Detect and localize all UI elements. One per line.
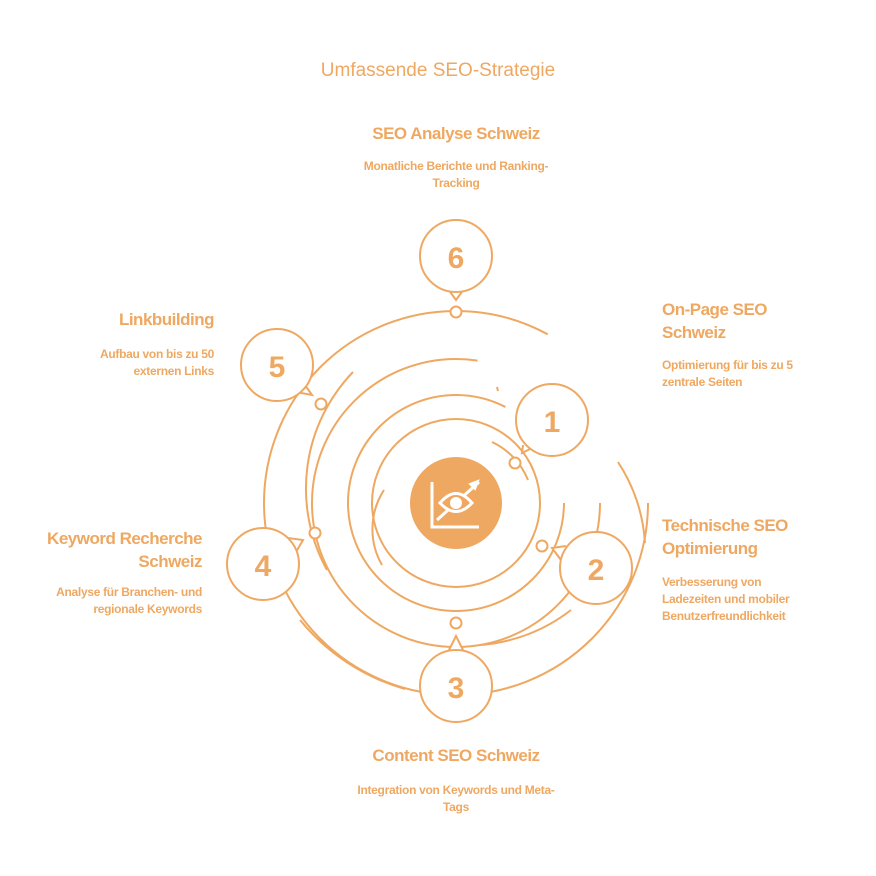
arc xyxy=(299,619,406,690)
step-number: 4 xyxy=(255,550,272,583)
dot xyxy=(535,539,549,553)
step-6-title: SEO Analyse Schweiz xyxy=(372,124,540,143)
step-number: 2 xyxy=(588,554,605,587)
arc xyxy=(496,386,499,392)
step-5-title: Linkbuilding xyxy=(118,310,215,329)
step-4-title: Keyword Recherche Schweiz xyxy=(47,529,202,571)
step-number: 1 xyxy=(544,406,561,439)
bubble-1[interactable]: 1 xyxy=(515,383,589,457)
step-1-description: Optimierung für bis zu 5 zentrale Seiten xyxy=(662,358,793,389)
dot xyxy=(449,616,463,630)
step-3-title: Content SEO Schweiz xyxy=(372,746,540,765)
arc xyxy=(479,609,572,646)
step-number: 6 xyxy=(448,242,465,275)
bubble-5[interactable]: 5 xyxy=(240,328,315,402)
bubble-4[interactable]: 4 xyxy=(226,527,305,601)
ring-2 xyxy=(347,394,565,612)
step-4-description: Analyse für Branchen- und regionale Keyw… xyxy=(56,585,202,616)
arc xyxy=(371,489,385,566)
step-2-description: Verbesserung von Ladezeiten und mobiler … xyxy=(662,575,790,623)
arc xyxy=(304,371,354,571)
step-2-title: Technische SEO Optimierung xyxy=(662,516,788,558)
arc xyxy=(617,461,646,544)
step-3-description: Integration von Keywords und Meta-Tags xyxy=(357,783,555,814)
step-5-description: Aufbau von bis zu 50 externen Links xyxy=(99,347,214,378)
dot xyxy=(508,456,522,470)
dot xyxy=(314,397,328,411)
page-title: Umfassende SEO-Strategie xyxy=(320,60,556,81)
step-number: 3 xyxy=(448,672,465,705)
bubble-6[interactable]: 6 xyxy=(419,219,493,302)
step-6-description: Monatliche Berichte und Ranking-Tracking xyxy=(363,159,549,190)
bubble-3[interactable]: 3 xyxy=(419,633,493,723)
dot xyxy=(449,305,463,319)
step-1-title: On-Page SEO Schweiz xyxy=(662,300,768,342)
step-number: 5 xyxy=(269,351,286,384)
bubbles: 1 2 3 4 5 6 xyxy=(226,219,633,723)
ring-inner xyxy=(371,418,541,588)
connector-dots xyxy=(308,305,549,630)
chart-eye-icon xyxy=(410,457,502,549)
dot xyxy=(308,526,322,540)
bubble-2[interactable]: 2 xyxy=(550,531,633,605)
